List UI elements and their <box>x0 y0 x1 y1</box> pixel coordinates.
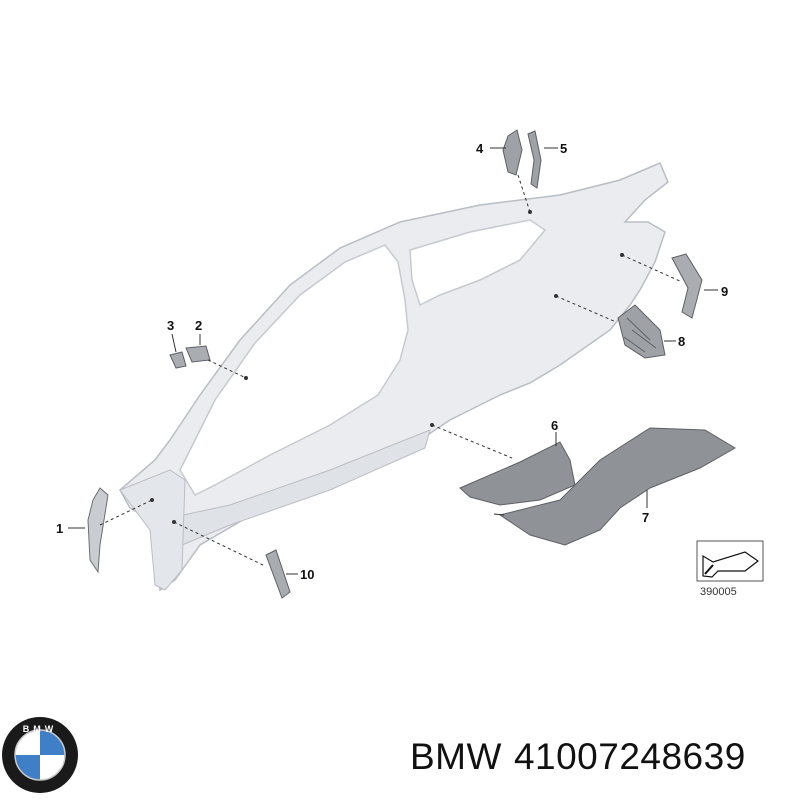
bmw-logo-icon: BMW <box>2 717 78 793</box>
front-pillar-lower <box>119 469 186 591</box>
reference-code: 390005 <box>700 586 737 598</box>
reference-box <box>696 540 764 582</box>
callout-4: 4 <box>476 141 484 156</box>
part-2-bracket <box>185 345 211 363</box>
part-9-trim <box>671 253 703 319</box>
part-caption: BMW 41007248639 <box>410 736 795 778</box>
logo-lettering: BMW <box>23 724 58 734</box>
body-side-panel <box>119 162 669 592</box>
brand-name: BMW <box>410 736 502 777</box>
callout-7: 7 <box>642 510 649 525</box>
callout-8: 8 <box>678 334 685 349</box>
leader-lines <box>68 147 718 575</box>
callout-2: 2 <box>195 318 202 333</box>
part-1-trim <box>87 487 109 574</box>
callout-10: 10 <box>300 567 314 582</box>
reference-arrow-icon <box>702 551 760 578</box>
part-7-underbody-panel <box>498 427 736 546</box>
callout-5: 5 <box>560 141 567 156</box>
body-side-frame <box>119 162 669 592</box>
callout-9: 9 <box>721 284 728 299</box>
part-6-shield <box>459 441 576 506</box>
leader-dots <box>150 210 624 524</box>
part-4-cover <box>502 129 523 176</box>
callout-3: 3 <box>167 318 174 333</box>
quarter-window-opening <box>409 219 547 307</box>
rocker-sill <box>159 429 431 549</box>
part-3-clip <box>169 351 187 369</box>
part-10-bracket <box>265 549 291 599</box>
callout-6: 6 <box>551 418 558 433</box>
part-8-vent-grille <box>617 304 666 359</box>
part-number: 41007248639 <box>513 736 746 777</box>
callout-1: 1 <box>56 521 63 536</box>
part-5-strip <box>527 130 542 189</box>
door-opening <box>179 244 409 496</box>
